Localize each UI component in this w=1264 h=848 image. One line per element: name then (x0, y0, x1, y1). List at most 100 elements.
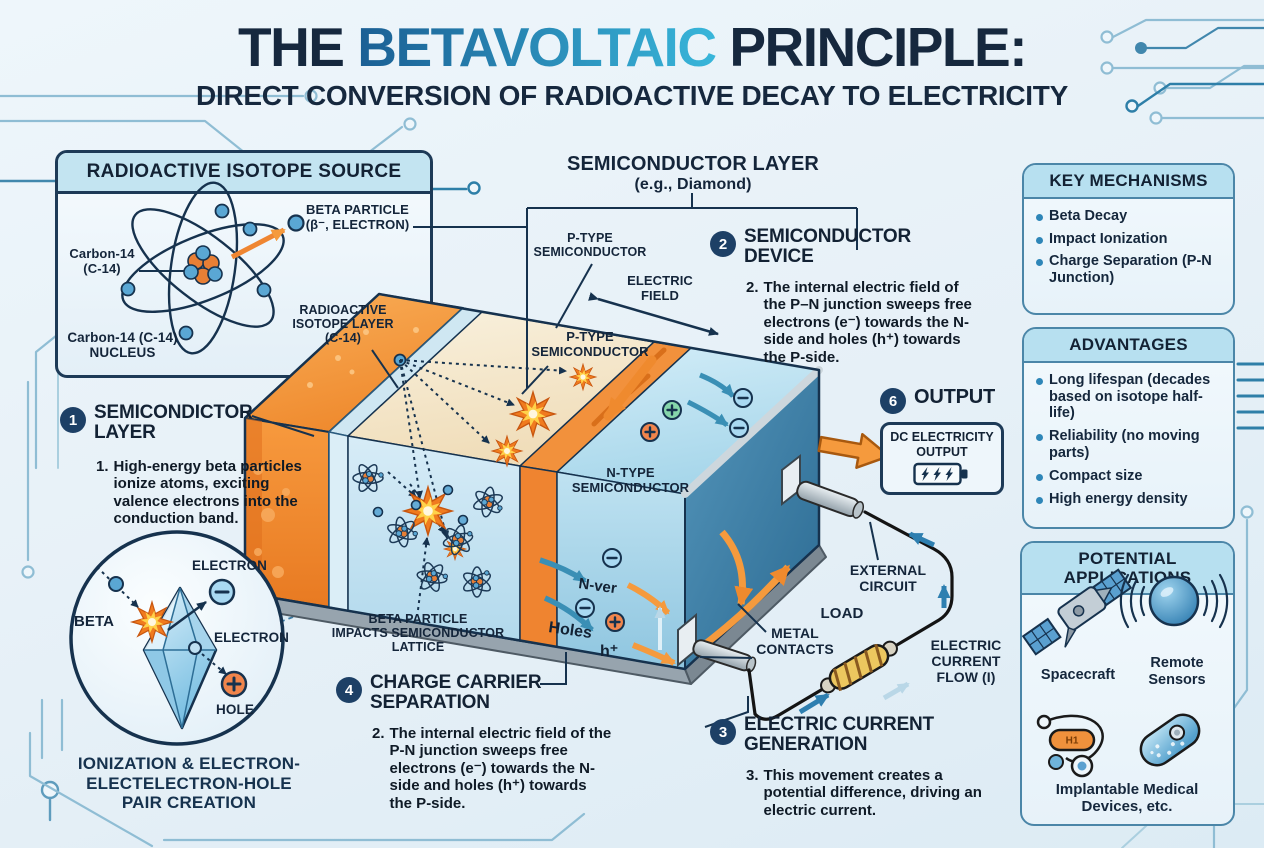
n-region-front (556, 471, 686, 670)
step-4-badge: 4 (336, 677, 362, 703)
free-electrons (372, 484, 469, 526)
title-highlight: BETAVOLTAIC (357, 16, 717, 78)
application-spacecraft-label: Spacecraft (1040, 667, 1116, 683)
electron-label-mid: ELECTRON (213, 630, 290, 645)
key-mechanisms-list: Beta Decay Impact Ionization Charge Sepa… (1034, 208, 1223, 287)
step-6-badge: 6 (880, 388, 906, 414)
lattice-atoms (352, 461, 511, 604)
silver-edge (681, 366, 823, 498)
electron-dot (188, 641, 202, 655)
battery-icon (913, 462, 968, 486)
nucleus-label: Carbon-14 (C-14)NUCLEUS (67, 330, 178, 361)
current-arrow (908, 531, 936, 548)
advantages-list: Long lifespan (decades based on isotope … (1034, 372, 1223, 508)
list-item: Long lifespan (decades based on isotope … (1034, 372, 1223, 422)
step-4-body: 2.The internal electric field of the P-N… (372, 725, 612, 812)
n-ver-label: N-ver (577, 575, 618, 597)
step-1-badge: 1 (60, 407, 86, 433)
dc-output-box: DC ELECTRICITY OUTPUT (880, 422, 1004, 495)
list-item: Beta Decay (1034, 208, 1223, 225)
page-title: THE BETAVOLTAIC PRINCIPLE: DIRECT CONVER… (0, 20, 1264, 112)
list-item: High energy density (1034, 491, 1223, 508)
hole-charge-icon (220, 670, 248, 698)
semiconductor-layer-header: SEMICONDUCTOR LAYER (e.g., Diamond) (567, 153, 819, 193)
key-mechanisms-header: KEY MECHANISMS (1024, 165, 1233, 199)
p-region-top (519, 341, 692, 473)
current-arrow-ghost (882, 681, 910, 701)
glass-layer-front (328, 431, 349, 612)
advantages-panel: ADVANTAGES Long lifespan (decades based … (1022, 327, 1235, 529)
electron-charge-icon (208, 578, 236, 606)
output-title: OUTPUT (914, 386, 996, 408)
list-item: Compact size (1034, 468, 1223, 485)
hole-label: HOLE (216, 702, 254, 717)
isotope-panel-header: RADIOACTIVE ISOTOPE SOURCE (58, 153, 430, 194)
device-base-right (684, 544, 827, 685)
application-implantable-label: Implantable Medical Devices, etc. (1055, 781, 1199, 816)
application-remote-sensors-label: Remote Sensors (1148, 655, 1206, 688)
h-plus-label: h⁺ (600, 643, 618, 660)
carbon14-label: Carbon-14(C-14) (69, 246, 135, 276)
plus-charge-icon (662, 400, 682, 420)
step-2-badge: 2 (710, 231, 736, 257)
list-item: Impact Ionization (1034, 231, 1223, 248)
field-sweep-arrow (603, 355, 657, 421)
electron-charge-icon (575, 598, 595, 618)
electron-charge-icon (733, 388, 753, 408)
electron-label-top: ELECTRON (191, 558, 268, 573)
step-3-body: 3.This movement creates a potential diff… (746, 767, 982, 819)
electric-field-arrow (588, 292, 719, 336)
step-3-badge: 3 (710, 719, 736, 745)
impact-burst-icon (492, 436, 522, 466)
ionization-caption: IONIZATION & ELECTRON- ELECTELECTRON-HOL… (77, 754, 301, 813)
hole-charge-icon (605, 612, 625, 632)
beta-trajectories (387, 359, 567, 611)
list-item: Reliability (no moving parts) (1034, 428, 1223, 462)
step-2-body: 2.The internal electric field of the P–N… (746, 279, 972, 366)
beta-label: BETA (73, 613, 115, 630)
impact-burst-icon (404, 487, 452, 535)
hole-charge-icon (640, 422, 660, 442)
beta-particle-icon (108, 576, 124, 592)
bolt-icon (945, 467, 953, 481)
bolt-icon (933, 467, 941, 481)
contact-pad (781, 453, 801, 507)
applications-header: POTENTIAL APPLICATIONS (1022, 543, 1233, 596)
subtitle: DIRECT CONVERSION OF RADIOACTIVE DECAY T… (196, 80, 1068, 111)
p-region-front (519, 465, 558, 648)
current-arrow (798, 692, 830, 715)
beta-particle-label: BETA PARTICLE(β⁻, ELECTRON) (305, 202, 410, 232)
advantages-header: ADVANTAGES (1024, 329, 1233, 363)
bolt-icon (921, 467, 929, 481)
holes-label: Holes (547, 619, 593, 642)
load-label: LOAD (820, 605, 864, 622)
semiconductor-front (347, 435, 521, 642)
impact-burst-icon (511, 392, 555, 436)
list-item: Charge Separation (P-N Junction) (1034, 253, 1223, 287)
charge-icons-top (640, 388, 753, 442)
electron-charge-icon (602, 548, 622, 568)
electron-charge-icon (729, 418, 749, 438)
metal-contact-top (796, 480, 865, 519)
contact-pad (677, 612, 697, 668)
main-title: THE BETAVOLTAIC PRINCIPLE: (237, 16, 1028, 78)
potential-applications-panel: POTENTIAL APPLICATIONS Spacecraft Remote… (1020, 541, 1235, 826)
step-1-body: 1.High-energy beta particles ionize atom… (96, 458, 302, 528)
ionization-burst-icon (132, 602, 172, 642)
charge-icons-front (575, 548, 625, 632)
key-mechanisms-panel: KEY MECHANISMS Beta Decay Impact Ionizat… (1022, 163, 1235, 315)
